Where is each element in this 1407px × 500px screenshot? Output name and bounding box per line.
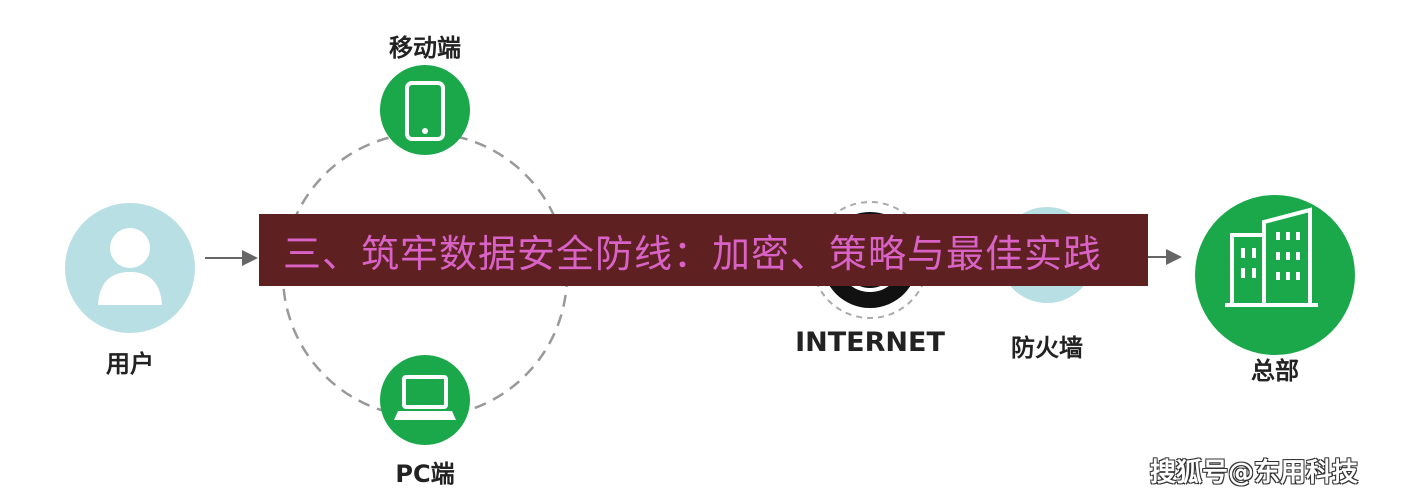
label-user: 用户 [106, 350, 154, 378]
label-hq: 总部 [1251, 357, 1299, 385]
mobile-phone-icon [380, 65, 470, 155]
title-banner: 三、筑牢数据安全防线：加密、策略与最佳实践 [259, 214, 1148, 286]
watermark: 搜狐号@东用科技 [1150, 458, 1359, 488]
user-icon [65, 203, 195, 333]
label-pc: PC端 [395, 460, 455, 488]
label-mobile: 移动端 [389, 34, 461, 62]
label-internet: INTERNET [795, 327, 945, 358]
label-firewall: 防火墙 [1011, 334, 1083, 362]
laptop-icon [380, 355, 470, 445]
building-icon [1195, 195, 1355, 355]
banner-title: 三、筑牢数据安全防线：加密、策略与最佳实践 [283, 231, 1103, 276]
